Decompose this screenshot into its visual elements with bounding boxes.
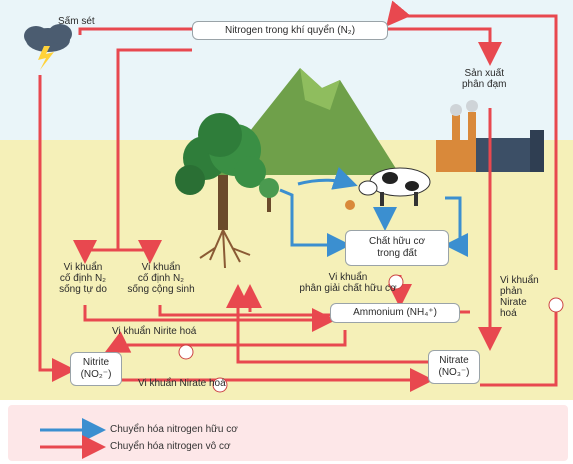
arrow-atm-to-fertilizer xyxy=(388,27,502,66)
lightning-cloud-icon xyxy=(24,24,72,70)
arrow-plant-to-cow xyxy=(297,166,358,190)
mountain-icon xyxy=(215,68,400,175)
arrow-to-symbiotic xyxy=(118,240,162,264)
node-atmosphere: Nitrogen trong khí quyển (N₂) xyxy=(192,21,388,40)
label-fertilizer: Sản xuất phân đạm xyxy=(462,68,507,90)
organic-arrows xyxy=(279,166,468,257)
arrow-free-living-to-ammonium xyxy=(83,305,336,332)
arrow-denitrify-to-atm xyxy=(386,0,558,270)
arrow-ammonium-to-nitrite xyxy=(104,330,347,353)
bacteria-icon xyxy=(212,377,228,393)
inorganic-arrows xyxy=(38,0,558,392)
arrow-atm-to-fixers xyxy=(116,48,192,240)
legend-organic-label: Chuyển hóa nitrogen hữu cơ xyxy=(110,424,238,435)
node-ammonium: Ammonium (NH₄⁺) xyxy=(330,303,460,323)
bacteria-icon xyxy=(178,344,194,360)
bacteria-icon xyxy=(388,274,404,290)
arrow-to-free-living xyxy=(73,240,120,264)
label-nitrite-bacteria: Vi khuẩn Nirite hoá xyxy=(112,326,197,337)
arrow-atm-to-lightning xyxy=(78,27,192,35)
arrow-cow-to-organic xyxy=(444,196,468,257)
label-free-living-fixers: Vi khuẩn cố định N₂ sống tự do xyxy=(59,262,107,295)
label-denitrifying-bacteria: Vi khuẩn phản Nirate hoá xyxy=(500,275,539,319)
tree-icon xyxy=(175,113,279,269)
arrow-nitrate-to-denitrify xyxy=(480,300,558,387)
legend-band xyxy=(8,405,568,461)
arrow-lightning-to-nitrite xyxy=(38,75,76,382)
label-lightning: Sấm sét xyxy=(58,16,95,27)
arrow-plant-to-organic xyxy=(279,188,351,257)
label-symbiotic-fixers: Vi khuẩn cố định N₂ sống cộng sinh xyxy=(127,262,195,295)
label-nitrate-bacteria: Vi khuẩn Nirate hoá xyxy=(138,378,226,389)
factory-icon xyxy=(436,100,544,172)
arrow-symbiotic-to-ammonium xyxy=(158,305,330,317)
node-nitrate: Nitrate (NO₃⁻) xyxy=(428,350,480,384)
cow-icon xyxy=(345,167,431,210)
arrow-nitrate-to-plant xyxy=(226,284,428,364)
legend-inorganic-label: Chuyển hóa nitrogen vô cơ xyxy=(110,441,231,452)
node-nitrite: Nitrite (NO₂⁻) xyxy=(70,352,122,386)
label-decomposer-bacteria: Vi khuẩn phân giải chất hữu cơ xyxy=(299,272,397,294)
node-organic-matter: Chất hữu cơ trong đất xyxy=(345,230,449,266)
bacteria-icon xyxy=(548,297,564,313)
